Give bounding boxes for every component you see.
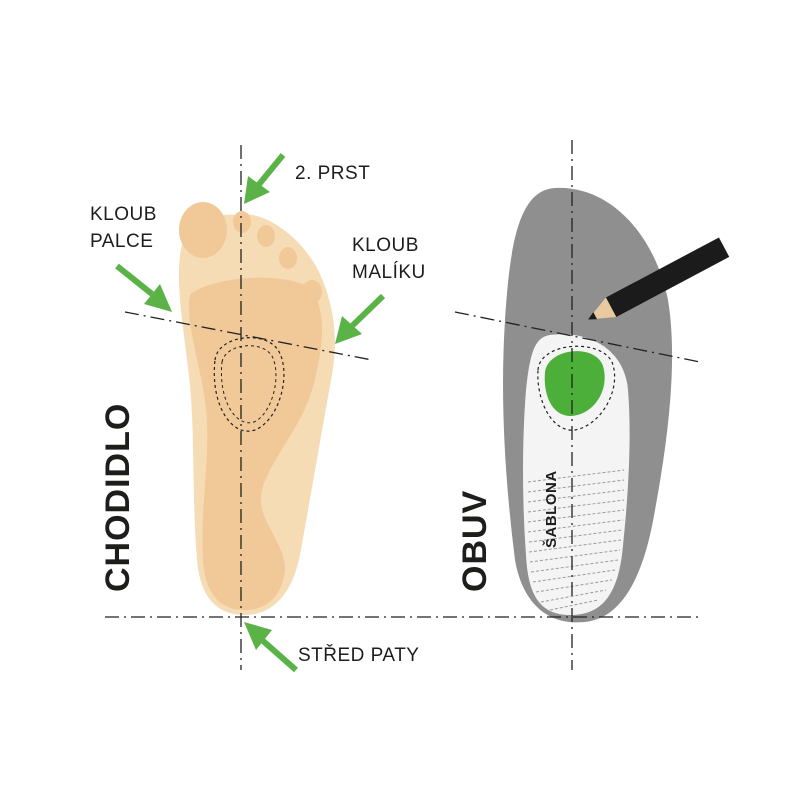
shoe-green-mark	[544, 351, 605, 417]
label-big-toe-joint-line2: PALCE	[90, 231, 153, 252]
labels: 2. PRST KLOUB PALCE KLOUB MALÍKU STŘED P…	[90, 163, 560, 666]
foot-illustration	[178, 202, 335, 615]
foot-pressure-zone-inner-outline	[220, 345, 277, 424]
label-template: ŠABLONA	[542, 470, 560, 548]
toe-5	[302, 280, 322, 304]
arrow-second-toe-icon	[244, 153, 286, 204]
toe-3	[257, 225, 275, 247]
toe-2	[233, 211, 251, 233]
label-big-toe-joint-line1: KLOUB	[90, 204, 157, 225]
shoe-joint-line	[454, 311, 701, 363]
toe-4	[279, 247, 297, 269]
shoe-pressure-zone-outline	[537, 345, 616, 431]
arrow-heel-center-icon	[244, 622, 298, 673]
arrows	[115, 153, 386, 673]
label-heel-center: STŘED PATY	[298, 644, 419, 666]
guide-lines	[105, 140, 701, 670]
pencil-icon	[588, 237, 730, 320]
label-little-toe-joint-line1: KLOUB	[352, 235, 419, 256]
foot-joint-line	[124, 311, 373, 361]
arrow-little-toe-joint-icon	[335, 293, 386, 344]
label-second-toe: 2. PRST	[295, 163, 370, 184]
label-little-toe-joint-line2: MALÍKU	[352, 262, 426, 283]
shoe-illustration	[503, 187, 730, 623]
arrow-big-toe-joint-icon	[115, 263, 172, 312]
template-hatch	[527, 469, 625, 611]
shoe-inner-template	[523, 334, 630, 615]
foot-pressure-zone-outline	[213, 337, 285, 432]
big-toe	[179, 202, 227, 258]
title-foot: CHODIDLO	[99, 403, 137, 592]
title-shoe: OBUV	[456, 490, 494, 592]
